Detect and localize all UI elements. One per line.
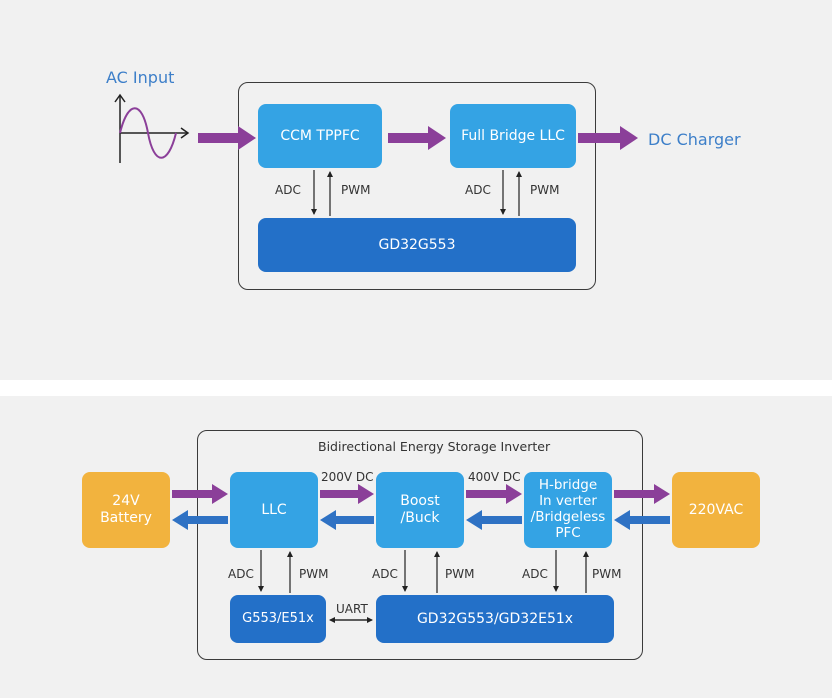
boost-buck-block: Boost /Buck [376, 472, 464, 548]
sine-wave-icon [114, 93, 190, 163]
inverter-frame [197, 430, 643, 660]
uart-label: UART [336, 602, 368, 616]
adc-label: ADC [465, 183, 491, 197]
gd32g553-gd32e51x-block: GD32G553/GD32E51x [376, 595, 614, 643]
power-flow-arrow [172, 484, 670, 504]
pwm-label: PWM [445, 567, 475, 581]
adc-label: ADC [228, 567, 254, 581]
gd32g553-mcu-block: GD32G553 [258, 218, 576, 272]
battery-block: 24V Battery [82, 472, 170, 548]
adc-label: ADC [372, 567, 398, 581]
llc-block: LLC [230, 472, 318, 548]
signal-arrows-bottom [258, 550, 589, 593]
top-controller-frame [238, 82, 596, 290]
pwm-label: PWM [341, 183, 371, 197]
h-bridge-inverter-block: H-bridge In verter /Bridgeless PFC [524, 472, 612, 548]
top-panel [0, 0, 832, 380]
ac-input-label: AC Input [106, 68, 175, 87]
220vac-block: 220VAC [672, 472, 760, 548]
reverse-flow-arrow [172, 510, 670, 530]
inverter-title: Bidirectional Energy Storage Inverter [318, 439, 551, 454]
g553-e51x-block: G553/E51x [230, 595, 326, 643]
pwm-label: PWM [299, 567, 329, 581]
200v-dc-label: 200V DC [321, 470, 374, 484]
pwm-label: PWM [592, 567, 622, 581]
power-flow-arrow [198, 126, 638, 150]
ccm-tppfc-block: CCM TPPFC [258, 104, 382, 168]
dc-charger-label: DC Charger [648, 130, 741, 149]
signal-arrows-top [311, 170, 522, 216]
adc-label: ADC [275, 183, 301, 197]
full-bridge-llc-block: Full Bridge LLC [450, 104, 576, 168]
pwm-label: PWM [530, 183, 560, 197]
400v-dc-label: 400V DC [468, 470, 521, 484]
adc-label: ADC [522, 567, 548, 581]
